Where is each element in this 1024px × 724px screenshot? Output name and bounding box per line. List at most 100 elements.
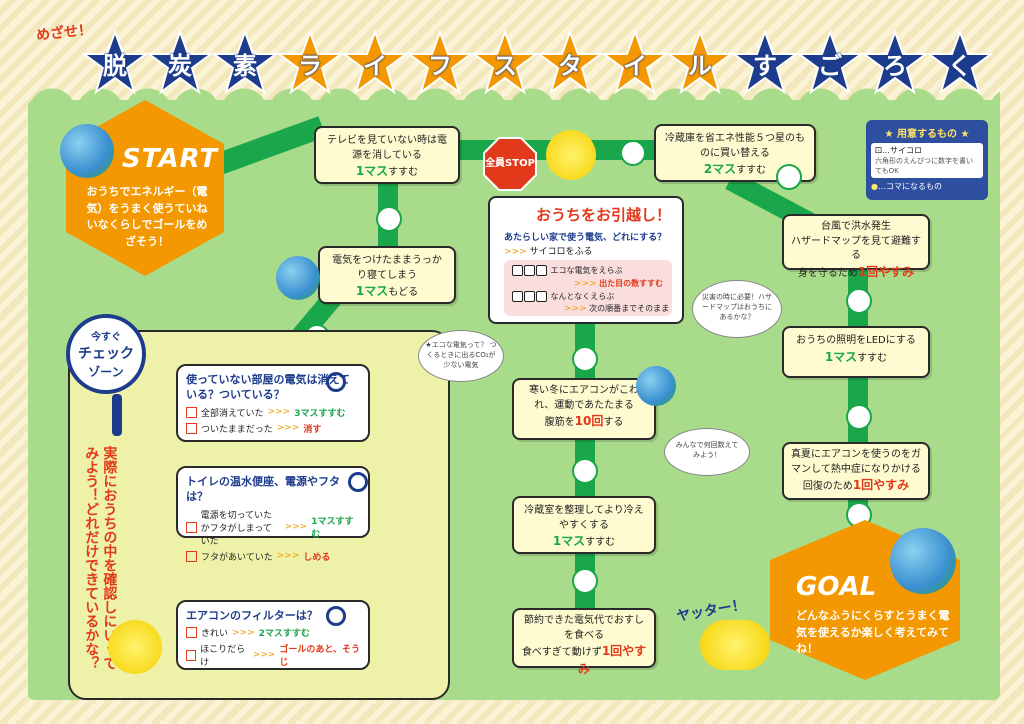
square-summer-prefix: 回復のため xyxy=(802,481,853,492)
check-q3-option1-label: きれい xyxy=(201,629,229,640)
start-text: おうちでエネルギー（電気）をうまく使うていねいなくらしでゴールをめざそう！ xyxy=(86,185,208,248)
move-option-eco-result-text: 出た目の数すすむ xyxy=(599,279,664,288)
title-star-3: ラ xyxy=(277,30,343,96)
title-star-9: ル xyxy=(667,30,733,96)
thought-bubble-eco: ★エコな電気って？ つくるときに出るCO₂が少ない電気 xyxy=(418,330,504,382)
check-zone-label-top: 今すぐ xyxy=(91,332,121,343)
prep-item-piece-label: …コマになるもの xyxy=(877,182,942,191)
square-summer: 真夏にエアコンを使うのをガマンして熱中症になりかける 回復のため1回やすみ xyxy=(782,442,930,500)
die-icon xyxy=(524,265,535,276)
check-zone-vertical-text: 実際におうちの中を確認しにいってみよう！どれだけできているかな？ xyxy=(83,446,118,670)
move-option-random-result-text: 次の順番までそのまま xyxy=(589,304,670,313)
square-season: 節約できた電気代でおすしを食べる 食べすぎて動けず1回やすみ xyxy=(512,608,656,676)
die-icon xyxy=(524,291,535,302)
checkbox-icon[interactable] xyxy=(186,521,197,533)
check-q2-option2-label: フタがあいていた xyxy=(201,552,273,563)
earth-mascot-start xyxy=(60,124,114,178)
check-question-aircon-filter: エアコンのフィルターは？ きれい >>> 2マスすすむ ほこりだらけ >>> ゴ… xyxy=(176,600,370,670)
title-star-11: ご xyxy=(797,30,863,96)
title-char: す xyxy=(753,52,777,80)
square-fridge-tidy-text: 冷蔵室を整理してより冷えやすくする xyxy=(524,505,644,531)
square-winter-result: 10回 xyxy=(574,414,604,428)
square-summer-text: 真夏にエアコンを使うのをガマンして熱中症になりかける xyxy=(791,449,921,475)
check-q2-option2: フタがあいていた >>> しめる xyxy=(186,550,360,563)
square-fridge-upgrade-result: 2マス xyxy=(703,162,737,176)
title-char: 脱 xyxy=(103,52,127,80)
check-q1-text: 使っていない部屋の電気は消えている？ついている？ xyxy=(186,373,350,402)
checkbox-icon[interactable] xyxy=(186,422,197,434)
title-star-1: 炭 xyxy=(147,30,213,96)
square-led-suffix: すすむ xyxy=(857,352,888,364)
title-star-0: 脱 xyxy=(82,30,148,96)
title-char: ル xyxy=(688,52,712,80)
check-q1-option2-label: ついたままだった xyxy=(201,424,273,435)
check-q2-option1-result: 1マスすすむ xyxy=(311,517,354,541)
move-option-random-result: >>> 次の順番までそのまま xyxy=(564,303,669,314)
title-char: く xyxy=(948,52,972,80)
move-title: おうちをお引越し！ xyxy=(536,206,672,224)
check-q2-text: トイレの温水便座、電源やフタは？ xyxy=(186,475,340,504)
checkbox-icon[interactable] xyxy=(186,627,197,639)
square-typhoon-result: 1回やすみ xyxy=(857,264,915,279)
square-summer-result: 1回やすみ xyxy=(852,478,910,492)
square-fridge-tidy-result: 1マス xyxy=(552,534,586,548)
title-star-10: す xyxy=(732,30,798,96)
title-char: 炭 xyxy=(168,52,192,80)
title-star-8: イ xyxy=(602,30,668,96)
check-zone-label-bot: ゾーン xyxy=(88,365,124,379)
board-space xyxy=(572,458,598,484)
square-typhoon: 台風で洪水発生 ハザードマップを見て避難する 身を守るため1回やすみ xyxy=(782,214,930,279)
magnifier-handle xyxy=(112,394,122,436)
board-space xyxy=(376,206,402,232)
move-option-random-label: なんとなくえらぶ xyxy=(550,292,615,301)
square-tv-text: テレビを見ていない時は電源を消している xyxy=(327,135,447,161)
die-icon xyxy=(536,291,547,302)
move-option-eco-label: エコな電気をえらぶ xyxy=(550,266,623,275)
square-tv-suffix: すすむ xyxy=(388,167,419,178)
square-tv-result: 1マス xyxy=(355,164,389,178)
board-space xyxy=(572,568,598,594)
title-char: ス xyxy=(493,52,517,80)
title-star-7: タ xyxy=(537,30,603,96)
lightning-mascot-checkzone xyxy=(108,620,162,674)
check-q1-option1-label: 全部消えていた xyxy=(201,408,264,419)
title-char: イ xyxy=(623,52,647,80)
square-season-text: 節約できた電気代でおすしを食べる xyxy=(524,615,644,641)
title-char: ラ xyxy=(298,52,322,80)
check-q2-option1-label: 電源を切っていたかフタがしまっていた xyxy=(200,510,273,547)
move-question: あたらしい家で使う電気、どれにする？ xyxy=(504,233,667,243)
checkbox-icon[interactable] xyxy=(186,649,197,661)
arrows-icon: >>> xyxy=(284,522,308,533)
die-icon xyxy=(512,291,523,302)
dice-icon: ⚀ xyxy=(875,146,882,155)
prep-title: ★ 用意するもの ★ xyxy=(884,129,970,140)
thought-bubble-count: みんなで何回数えてみよう！ xyxy=(664,428,750,476)
board-space xyxy=(620,140,646,166)
title-star-5: フ xyxy=(407,30,473,96)
square-typhoon-prefix: 身を守るため xyxy=(797,267,858,279)
board-scallop-edge xyxy=(28,88,1000,112)
check-question-toilet: トイレの温水便座、電源やフタは？ 電源を切っていたかフタがしまっていた >>> … xyxy=(176,466,370,563)
square-winter-text: 寒い冬にエアコンがこわれ、運動であたたまる xyxy=(529,385,639,411)
square-typhoon-text2: ハザードマップを見て避難する xyxy=(791,235,921,262)
goal-title: GOAL xyxy=(796,572,877,602)
board-space xyxy=(846,404,872,430)
square-led: おうちの照明をLEDにする 1マスすすむ xyxy=(782,326,930,378)
prep-item-dice: ⚀…サイコロ 六角形のえんぴつに数字を書いてもOK xyxy=(871,143,983,178)
die-icon xyxy=(512,265,523,276)
square-sleep-text: 電気をつけたままうっかり寝てしまう xyxy=(332,255,442,281)
title-char: ご xyxy=(818,52,842,80)
square-sleep: 電気をつけたままうっかり寝てしまう 1マスもどる xyxy=(318,246,456,304)
check-q3-option2-result: ゴールのあと、そうじ xyxy=(279,645,360,669)
square-fridge-tidy: 冷蔵室を整理してより冷えやすくする 1マスすすむ xyxy=(512,496,656,554)
square-fridge-upgrade-suffix: すすむ xyxy=(736,165,767,176)
title-char: 素 xyxy=(233,52,257,80)
earth-mascot-goal xyxy=(890,528,956,594)
checkbox-icon[interactable] xyxy=(186,406,197,418)
check-zone-label: 今すぐ チェック ゾーン xyxy=(66,314,146,394)
checkbox-icon[interactable] xyxy=(186,550,197,562)
goal-text: どんなふうにくらすとうまく電気を使えるか楽しく考えてみてね！ xyxy=(796,609,950,655)
title-star-4: イ xyxy=(342,30,408,96)
prep-title-text: 用意するもの xyxy=(897,129,957,140)
title-star-2: 素 xyxy=(212,30,278,96)
